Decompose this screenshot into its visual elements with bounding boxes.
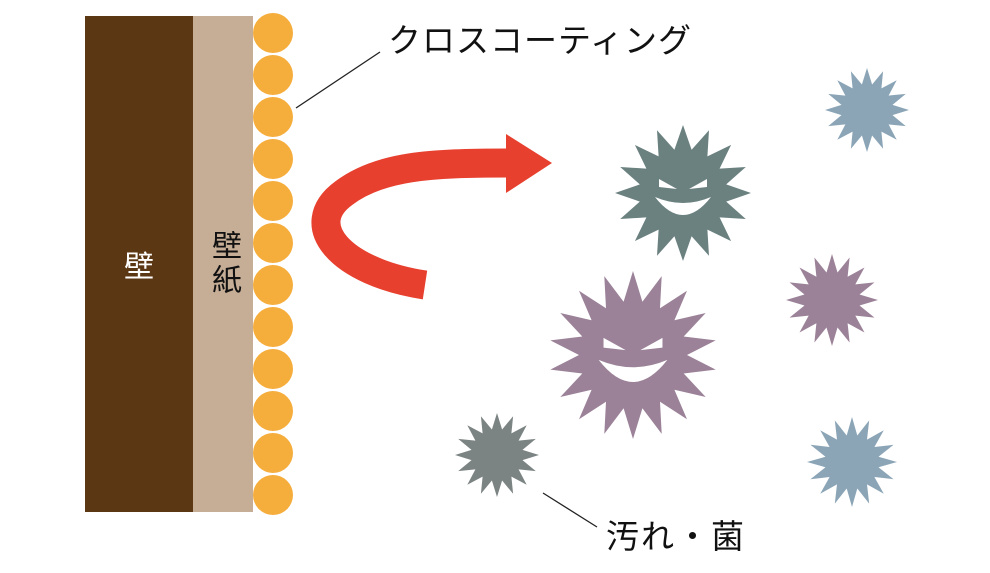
coating-bead bbox=[253, 97, 293, 137]
coating-bead bbox=[253, 307, 293, 347]
wallpaper-block bbox=[193, 16, 253, 512]
coating-beads bbox=[253, 13, 293, 515]
smiling-germ-icon bbox=[615, 125, 751, 261]
coating-bead bbox=[253, 265, 293, 305]
wall-block bbox=[85, 16, 193, 512]
coating-label: クロスコーティング bbox=[388, 21, 693, 60]
germ-grin bbox=[655, 197, 711, 215]
germ-icon bbox=[786, 254, 878, 346]
coating-bead bbox=[253, 13, 293, 53]
coating-bead bbox=[253, 475, 293, 515]
smiling-germ-icon bbox=[550, 271, 716, 439]
germ-grin bbox=[598, 359, 668, 382]
wallpaper-label: 壁紙 bbox=[206, 230, 241, 298]
coating-bead bbox=[253, 391, 293, 431]
germ-icon bbox=[825, 68, 909, 152]
dirt-leader-line bbox=[542, 492, 598, 528]
coating-bead bbox=[253, 181, 293, 221]
germ-eye bbox=[659, 179, 677, 189]
germ-eye bbox=[640, 337, 663, 351]
germ-icon bbox=[455, 413, 539, 497]
coating-leader-line bbox=[295, 51, 381, 109]
dirt-germs-label: 汚れ・菌 bbox=[606, 517, 746, 556]
germ-eye bbox=[603, 337, 626, 351]
curved-arrow-icon bbox=[311, 134, 552, 300]
coating-bead bbox=[253, 223, 293, 263]
germs-group bbox=[455, 68, 909, 507]
germ-eye bbox=[689, 179, 707, 189]
wall-label: 壁 bbox=[124, 250, 154, 285]
germ-icon bbox=[807, 417, 897, 507]
coating-bead bbox=[253, 433, 293, 473]
coating-bead bbox=[253, 139, 293, 179]
coating-bead bbox=[253, 349, 293, 389]
coating-bead bbox=[253, 55, 293, 95]
